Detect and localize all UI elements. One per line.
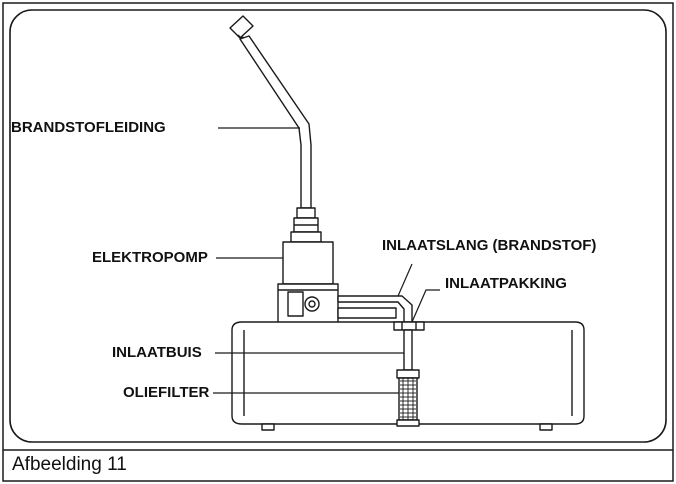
leader-inlaatslang xyxy=(397,263,413,297)
oil-filter xyxy=(396,369,420,427)
label-oliefilter: OLIEFILTER xyxy=(123,384,210,401)
pump-fitting xyxy=(290,207,322,243)
label-inlaatpakking: INLAATPAKKING xyxy=(445,275,567,292)
diagram-panel xyxy=(9,9,667,443)
label-inlaatbuis: INLAATBUIS xyxy=(112,344,202,361)
inlet-pipe xyxy=(403,329,413,371)
electric-pump xyxy=(277,241,339,325)
fuel-line-tube xyxy=(239,35,312,209)
label-inlaatslang: INLAATSLANG (BRANDSTOF) xyxy=(382,237,597,254)
figure-caption: Afbeelding 11 xyxy=(12,454,127,475)
label-brandstofleiding: BRANDSTOFLEIDING xyxy=(11,119,166,136)
leader-inlaatpakking xyxy=(411,289,440,323)
inlet-gasket xyxy=(393,321,425,331)
label-elektropomp: ELEKTROPOMP xyxy=(92,249,208,266)
